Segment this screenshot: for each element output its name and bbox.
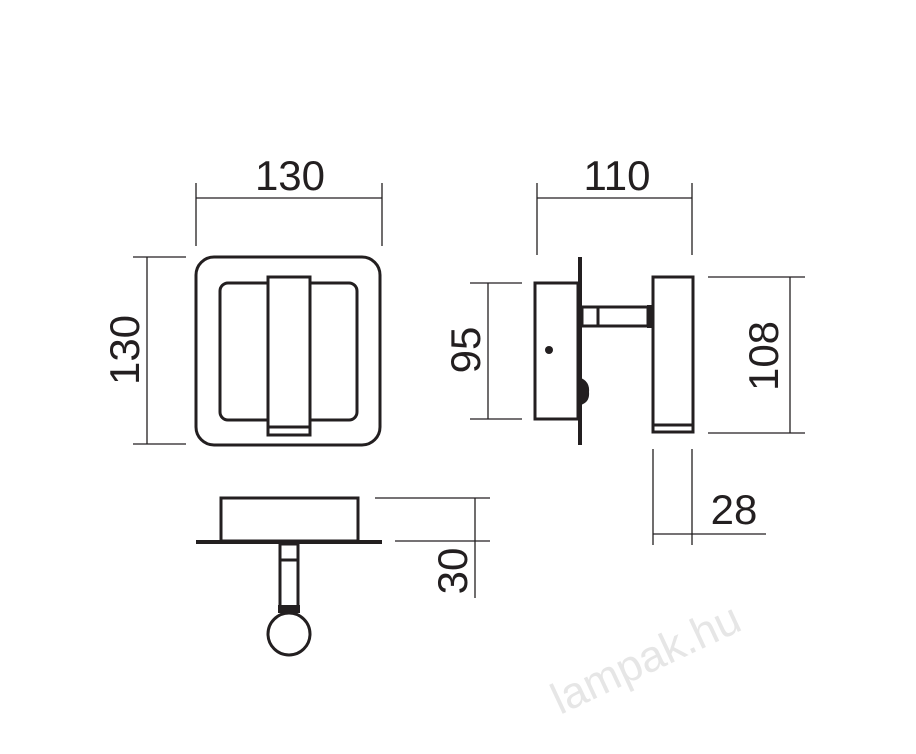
dimension-front-width: 130 [195, 152, 383, 246]
front-width-label: 130 [255, 152, 325, 199]
dimension-base-height: 95 [442, 282, 522, 420]
head-height-label: 108 [740, 321, 787, 391]
dimension-head-height: 108 [708, 276, 805, 434]
dimension-bottom-thickness: 30 [375, 497, 490, 598]
dimension-head-depth: 28 [652, 449, 766, 545]
front-height-label: 130 [101, 315, 148, 385]
front-view [194, 255, 382, 447]
bottom-view [196, 496, 382, 657]
dimension-side-depth: 110 [536, 152, 693, 255]
bottom-thickness-label: 30 [429, 548, 476, 595]
watermark: lampak.hu [544, 594, 749, 724]
side-depth-label: 110 [584, 152, 651, 199]
side-view [533, 257, 695, 445]
base-height-label: 95 [442, 327, 489, 374]
head-depth-label: 28 [711, 486, 758, 533]
dimension-front-height: 130 [101, 256, 186, 445]
